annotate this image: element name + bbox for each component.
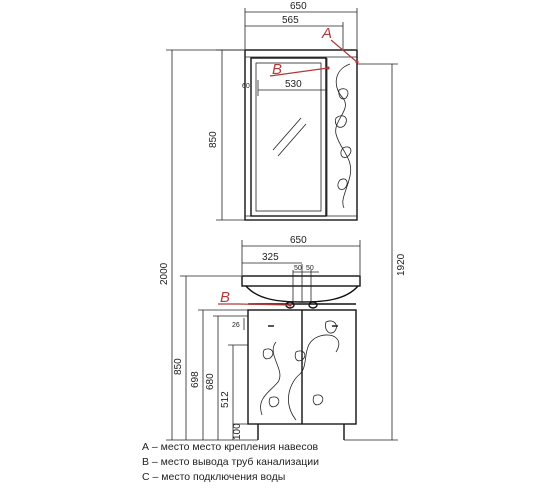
mirror-dimensions: 650 565 530 60 850 — [208, 1, 358, 221]
dim-cabinet-100: 100 — [232, 423, 243, 440]
dim-pipe-a: 50 — [294, 265, 302, 272]
basin-cabinet — [241, 275, 361, 440]
dim-cabinet-650: 650 — [290, 235, 307, 246]
dim-cabinet-325: 325 — [262, 252, 279, 263]
overall-dimensions: 2000 1920 — [159, 49, 407, 441]
legend-item-c: С – место подключения воды — [142, 471, 286, 483]
marker-b-mirror: B — [272, 61, 282, 78]
marker-a: A — [321, 25, 332, 42]
dim-cabinet-698: 698 — [190, 371, 201, 388]
cabinet-dimensions: 650 325 50 50 26 850 698 680 512 100 — [173, 235, 361, 440]
dim-mirror-530: 530 — [285, 79, 302, 90]
dim-overall-2000: 2000 — [159, 262, 170, 285]
mirror-markers: A B — [269, 25, 359, 78]
mirror-cabinet — [244, 49, 358, 221]
dim-cabinet-512: 512 — [220, 391, 231, 408]
legend-item-a: А – место место крепления навесов — [142, 441, 319, 453]
dim-mirror-565: 565 — [282, 15, 299, 26]
dim-top-gap: 26 — [232, 322, 240, 329]
cabinet-markers: B — [218, 289, 292, 307]
legend-item-b: В – место вывода труб канализации — [142, 456, 320, 468]
dim-cabinet-850: 850 — [173, 358, 184, 375]
dim-mirror-60: 60 — [242, 83, 250, 90]
dim-cabinet-680: 680 — [205, 373, 216, 390]
marker-b-cabinet: B — [220, 289, 230, 306]
dim-overall-1920: 1920 — [396, 253, 407, 276]
dim-pipe-b: 50 — [306, 265, 314, 272]
legend: А – место место крепления навесов В – ме… — [142, 440, 542, 485]
dim-mirror-650: 650 — [290, 1, 307, 12]
dim-mirror-850: 850 — [208, 131, 219, 148]
